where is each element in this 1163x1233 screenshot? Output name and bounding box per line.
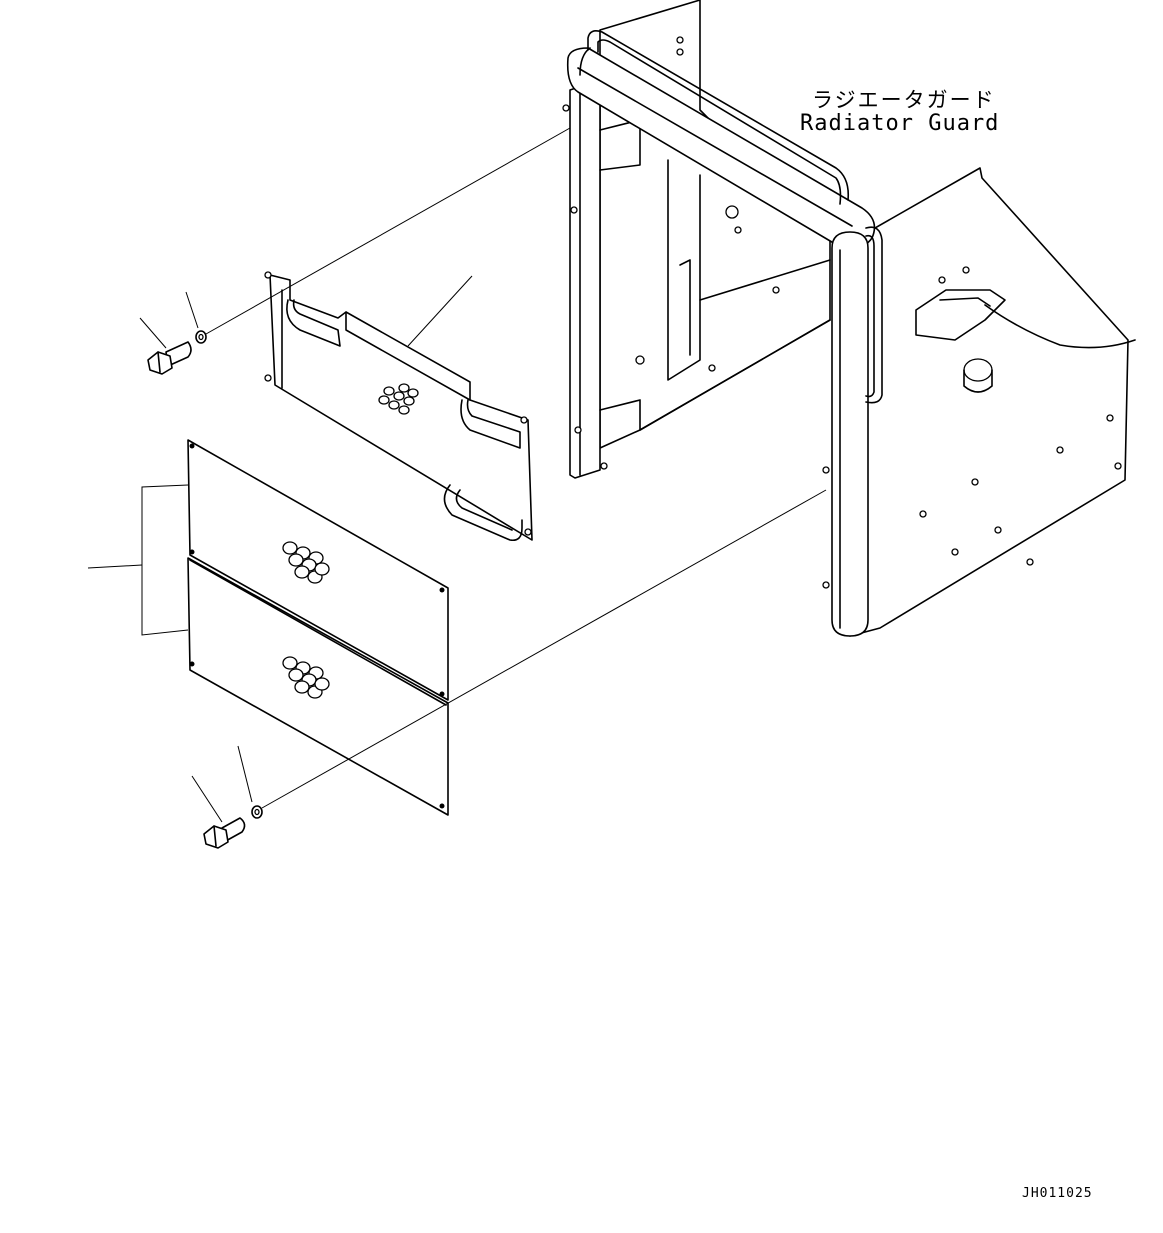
round-boss — [963, 358, 993, 382]
radiator-guard-frame — [562, 0, 1136, 637]
left-post — [569, 79, 601, 479]
part-name-japanese: ラジエータガード — [812, 88, 996, 112]
bolt-lower — [203, 817, 246, 849]
vent-holes-upper — [378, 383, 419, 415]
cover-handle-middle — [460, 399, 521, 449]
right-post — [831, 231, 869, 637]
drawing-number: JH011025 — [1022, 1186, 1093, 1201]
lower-cover-assembly — [187, 439, 449, 816]
cover-handle-left — [286, 299, 341, 347]
vent-holes-top-panel — [282, 541, 330, 584]
bracket — [915, 289, 1006, 341]
washer-lower — [251, 805, 263, 819]
upper-cover-assembly — [264, 271, 533, 542]
leader-lines — [87, 127, 827, 823]
washer-upper — [195, 330, 207, 344]
back-panel — [599, 0, 831, 449]
part-name-english: Radiator Guard — [800, 111, 1000, 136]
side-panel — [839, 167, 1129, 637]
vent-holes-bottom-panel — [282, 656, 330, 699]
top-handle — [587, 30, 850, 201]
side-handle — [865, 226, 883, 404]
cover-handle-bottom — [443, 484, 523, 542]
bolt-upper — [147, 341, 192, 375]
